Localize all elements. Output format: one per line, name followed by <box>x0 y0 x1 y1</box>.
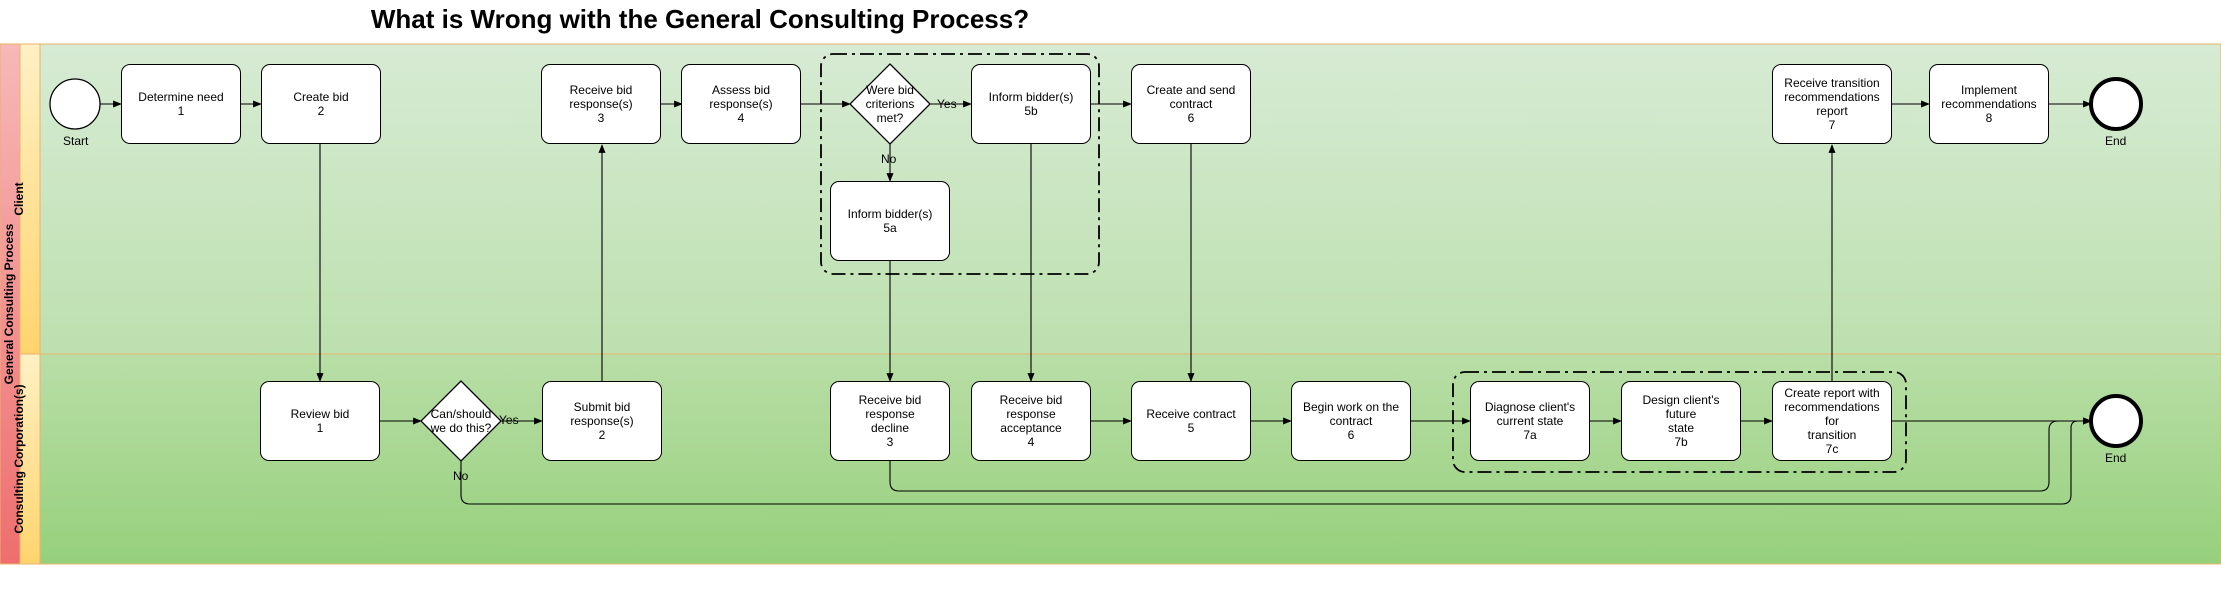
start-event <box>49 78 101 130</box>
client-lane-label: Client <box>12 182 26 216</box>
task-number: 1 <box>177 104 185 118</box>
receive-bid-responses-task[interactable]: Receive bid response(s) 3 <box>541 64 661 144</box>
consulting-lane-label: Consulting Corporation(s) <box>12 384 26 534</box>
task-label-line2: acceptance <box>1000 421 1062 435</box>
task-label: Receive contract <box>1146 407 1236 421</box>
task-label: Diagnose client's <box>1484 400 1576 414</box>
task-label: Implement <box>1960 83 2018 97</box>
task-number: 2 <box>317 104 325 118</box>
submit-bid-responses-task[interactable]: Submit bid response(s) 2 <box>542 381 662 461</box>
task-label-line2: contract <box>1169 97 1213 111</box>
can-do-yes-label: Yes <box>499 413 519 427</box>
task-label: Design client's future <box>1642 393 1720 421</box>
client-end-label: End <box>2105 134 2127 148</box>
sequence-flows <box>100 100 2092 505</box>
task-label: Receive bid <box>569 83 633 97</box>
task-number: 4 <box>737 111 745 125</box>
diagnose-state-task[interactable]: Diagnose client's current state 7a <box>1470 381 1590 461</box>
task-number: 4 <box>1027 435 1035 449</box>
create-report-task[interactable]: Create report with recommendations for t… <box>1772 381 1892 461</box>
create-bid-task[interactable]: Create bid 2 <box>261 64 381 144</box>
task-label: Assess bid <box>711 83 771 97</box>
task-label-line2: state <box>1667 421 1694 435</box>
bid-criteria-no-label: No <box>881 152 897 166</box>
task-label: Begin work on the <box>1302 400 1400 414</box>
start-label: Start <box>63 134 89 148</box>
review-bid-task[interactable]: Review bid 1 <box>260 381 380 461</box>
task-label: Receive transition <box>1784 76 1880 90</box>
task-label: Create report with <box>1784 386 1880 400</box>
begin-work-task[interactable]: Begin work on the contract 6 <box>1291 381 1411 461</box>
task-label: Determine need <box>138 90 224 104</box>
flow-gateway-no-to-end <box>460 417 2092 505</box>
task-label-line2: recommendations for <box>1784 400 1880 428</box>
task-label: Inform bidder(s) <box>847 207 933 221</box>
task-number: 3 <box>597 111 605 125</box>
task-label-line3: transition <box>1807 428 1857 442</box>
task-number: 2 <box>598 428 606 442</box>
can-do-gateway-label: Can/should we do this? <box>430 407 492 435</box>
task-label: Receive bid response <box>858 393 922 421</box>
receive-acceptance-task[interactable]: Receive bid response acceptance 4 <box>971 381 1091 461</box>
task-number: 6 <box>1347 428 1355 442</box>
consulting-end-label: End <box>2105 451 2127 465</box>
design-future-state-task[interactable]: Design client's future state 7b <box>1621 381 1741 461</box>
receive-contract-task[interactable]: Receive contract 5 <box>1131 381 1251 461</box>
inform-bidders-5a-task[interactable]: Inform bidder(s) 5a <box>830 181 950 261</box>
task-label: Create bid <box>293 90 349 104</box>
receive-decline-task[interactable]: Receive bid response decline 3 <box>830 381 950 461</box>
bid-criteria-gateway-label: Were bid criterions met? <box>865 83 915 125</box>
task-number: 7b <box>1674 435 1688 449</box>
flow-decline-to-end <box>889 417 2092 492</box>
task-label-line2: current state <box>1496 414 1564 428</box>
receive-transition-report-task[interactable]: Receive transition recommendations repor… <box>1772 64 1892 144</box>
inform-bidders-group <box>820 53 1100 275</box>
task-number: 7a <box>1523 428 1537 442</box>
can-do-no-label: No <box>453 469 469 483</box>
diagram-title: What is Wrong with the General Consultin… <box>370 4 1030 34</box>
task-label-line2: response(s) <box>709 97 773 111</box>
assess-bid-responses-task[interactable]: Assess bid response(s) 4 <box>681 64 801 144</box>
task-number: 5a <box>883 221 897 235</box>
task-label: Review bid <box>290 407 350 421</box>
task-label: Submit bid <box>573 400 631 414</box>
task-label-line2: contract <box>1329 414 1373 428</box>
analysis-group <box>1452 371 1907 473</box>
task-number: 7 <box>1828 118 1836 132</box>
task-label-line2: recommendations <box>1784 90 1880 104</box>
determine-need-task[interactable]: Determine need 1 <box>121 64 241 144</box>
bid-criteria-yes-label: Yes <box>937 97 957 111</box>
consulting-end-event <box>2089 394 2143 448</box>
task-label-line2: recommendations <box>1941 97 2037 111</box>
task-label: Inform bidder(s) <box>988 90 1074 104</box>
task-label-line2: response(s) <box>570 414 634 428</box>
task-label-line2: decline <box>870 421 910 435</box>
task-label-line2: response(s) <box>569 97 633 111</box>
task-number: 7c <box>1825 442 1839 456</box>
task-label-line3: report <box>1816 104 1848 118</box>
client-end-event <box>2089 77 2143 131</box>
create-send-contract-task[interactable]: Create and send contract 6 <box>1131 64 1251 144</box>
task-number: 1 <box>316 421 324 435</box>
implement-recommendations-task[interactable]: Implement recommendations 8 <box>1929 64 2049 144</box>
task-number: 5b <box>1024 104 1038 118</box>
task-label: Receive bid response <box>999 393 1063 421</box>
task-number: 5 <box>1187 421 1195 435</box>
task-number: 3 <box>886 435 894 449</box>
inform-bidders-5b-task[interactable]: Inform bidder(s) 5b <box>971 64 1091 144</box>
task-number: 6 <box>1187 111 1195 125</box>
task-label: Create and send <box>1146 83 1236 97</box>
task-number: 8 <box>1985 111 1993 125</box>
